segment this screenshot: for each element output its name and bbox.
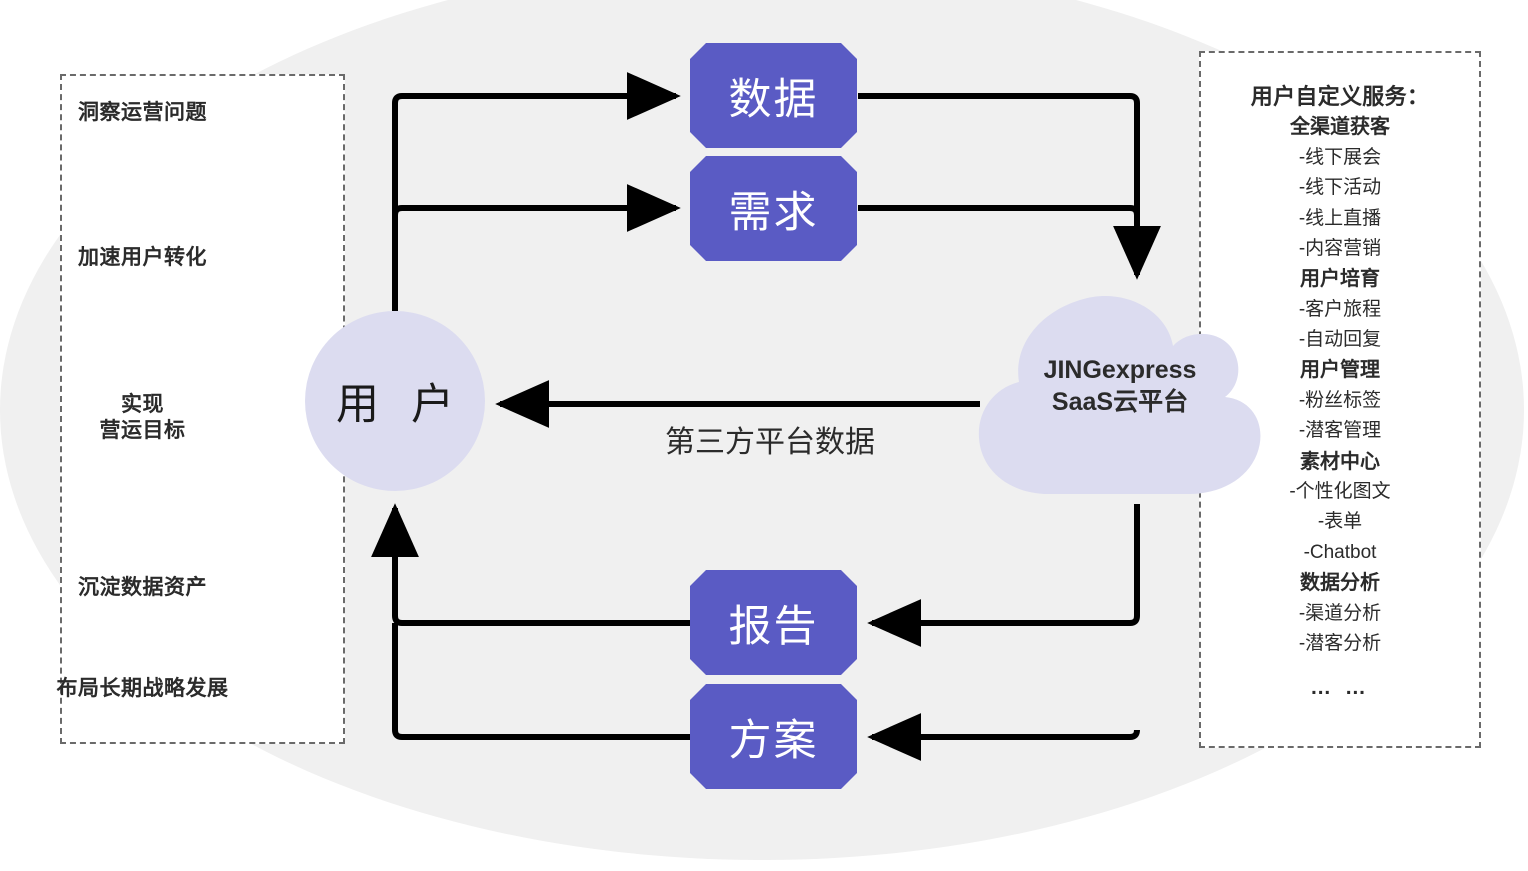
goal-label: 加速用户转化: [78, 246, 207, 269]
cloud-label-line2: SaaS云平台: [1051, 388, 1189, 416]
service-item: -自动回复: [1298, 329, 1382, 351]
node-label: 数据: [728, 75, 819, 124]
goal-label-line2: 营运目标: [99, 418, 186, 442]
third-party-data-label: 第三方平台数据: [665, 426, 875, 459]
node-demand[interactable]: 需求: [690, 156, 857, 261]
service-group-name: 用户管理: [1300, 359, 1380, 382]
service-item: -内容营销: [1298, 237, 1382, 259]
service-group-name: 素材中心: [1300, 450, 1380, 473]
service-item: -表单: [1317, 511, 1363, 533]
node-label: 用 户: [336, 381, 464, 429]
node-report[interactable]: 报告: [690, 570, 857, 675]
goals-panel: [60, 74, 345, 744]
service-item: -线上直播: [1298, 207, 1382, 229]
service-group-name: 用户培育: [1300, 268, 1380, 291]
node-plan[interactable]: 方案: [690, 684, 857, 789]
goal-item-4: 沉淀数据资产: [0, 575, 285, 601]
service-group-name: 全渠道获客: [1290, 116, 1390, 139]
node-saas-cloud[interactable]: JINGexpress SaaS云平台: [975, 292, 1265, 507]
services-title: 用户自定义服务：: [1250, 84, 1430, 109]
goal-item-1: 洞察运营问题: [0, 100, 285, 126]
service-item: -渠道分析: [1298, 602, 1382, 624]
service-item: -潜客管理: [1298, 420, 1382, 442]
goal-label: 洞察运营问题: [78, 101, 207, 124]
service-group-name: 数据分析: [1300, 572, 1380, 595]
cloud-label-line1: JINGexpress: [1043, 356, 1197, 384]
node-label: 需求: [728, 188, 819, 237]
services-panel: [1199, 51, 1481, 748]
service-item: -线下展会: [1298, 146, 1382, 168]
goal-item-2: 加速用户转化: [0, 245, 285, 271]
goal-label-line1: 实现: [121, 393, 164, 416]
service-item: -潜客分析: [1298, 633, 1382, 654]
goal-label: 沉淀数据资产: [78, 576, 207, 599]
service-item: -线下活动: [1298, 177, 1382, 199]
node-label: 方案: [728, 716, 819, 765]
goal-label: 布局长期战略发展: [56, 677, 229, 700]
node-label: 报告: [728, 602, 819, 651]
cloud-label: JINGexpress SaaS云平台: [975, 354, 1265, 418]
service-item: -Chatbot: [1303, 541, 1377, 563]
goal-item-5: 布局长期战略发展: [0, 676, 285, 702]
node-data[interactable]: 数据: [690, 43, 857, 148]
services-more-indicator: … …: [1310, 676, 1370, 700]
service-item: -客户旅程: [1298, 298, 1382, 320]
service-item: -个性化图文: [1289, 481, 1391, 503]
node-user[interactable]: 用 户: [305, 311, 485, 491]
service-item: -粉丝标签: [1298, 389, 1382, 411]
goal-item-3: 实现 营运目标: [0, 392, 285, 443]
cloud-icon: [978, 295, 1261, 494]
services-list: 用户自定义服务： 全渠道获客 -线下展会 -线下活动 -线上直播 -内容营销 用…: [1199, 82, 1481, 703]
